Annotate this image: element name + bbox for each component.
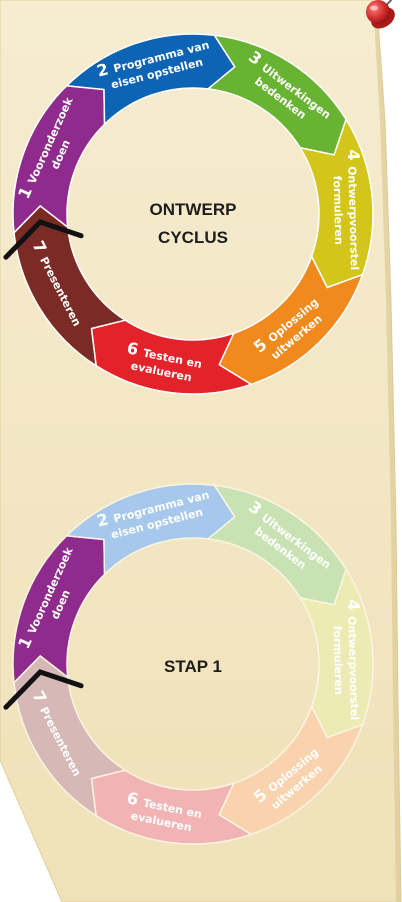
step-1-number: 1 <box>14 179 38 202</box>
diagram-title-line: STAP 1 <box>164 657 222 676</box>
step-1-number: 1 <box>14 629 38 652</box>
step-2-number: 2 <box>95 58 116 81</box>
diagram-title-line: ONTWERP <box>150 200 237 219</box>
step-6-number: 6 <box>125 338 145 360</box>
cycle-segment-step-7 <box>13 655 126 817</box>
step-4-number: 4 <box>344 599 363 616</box>
cycle-start-marker <box>3 669 84 710</box>
step-4-label-line: 4 Ontwerpvoorstel <box>344 149 366 270</box>
step-7-number: 7 <box>29 238 54 262</box>
diagram-title-line: CYCLUS <box>158 228 228 247</box>
paper-edge-shadow <box>372 0 401 902</box>
step-4-label-line: 4 Ontwerpvoorstel <box>344 599 366 720</box>
step-6-number: 6 <box>125 788 145 810</box>
step-4-sublabel: formuleren <box>331 626 346 695</box>
cycle-segment-step-7 <box>13 205 126 367</box>
step-2-number: 2 <box>95 508 116 531</box>
step-4-name: Ontwerpvoorstel <box>345 616 361 720</box>
step-7-number: 7 <box>29 688 54 712</box>
step-4-sublabel: formuleren <box>331 176 346 245</box>
push-pin-icon <box>366 0 395 29</box>
cycle-start-marker <box>3 219 84 260</box>
step-4-name: Ontwerpvoorstel <box>345 166 361 270</box>
step-4-number: 4 <box>344 149 363 166</box>
